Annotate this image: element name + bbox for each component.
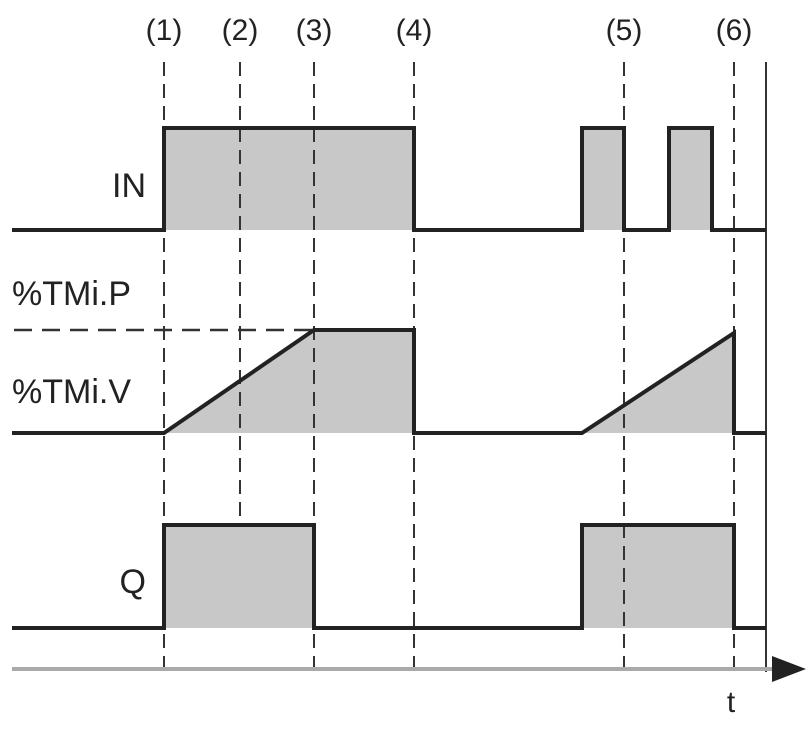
in-pulse-fill-3 [669,128,712,230]
value-label: %TMi.V [12,373,131,411]
time-axis-label: t [727,686,736,719]
marker-4-label: (4) [396,14,433,47]
in-pulse-fill-1 [164,128,414,230]
marker-3-label: (3) [296,14,333,47]
marker-2-label: (2) [222,14,259,47]
value-ramp-fill-1 [164,330,414,433]
in-signal-trace [12,126,766,232]
preset-label: %TMi.P [12,275,131,313]
signal-fills [164,128,734,628]
q-pulse-fill-1 [164,525,314,628]
q-signal-trace [12,523,766,630]
in-pulse-fill-2 [582,128,624,230]
time-axis-arrow-icon [772,656,806,682]
marker-6-label: (6) [716,14,753,47]
marker-1-label: (1) [146,14,183,47]
in-signal-label: IN [112,167,146,205]
value-signal-trace [12,328,766,435]
q-signal-label: Q [120,563,146,601]
q-pulse-fill-2 [582,525,734,628]
marker-5-label: (5) [606,14,643,47]
